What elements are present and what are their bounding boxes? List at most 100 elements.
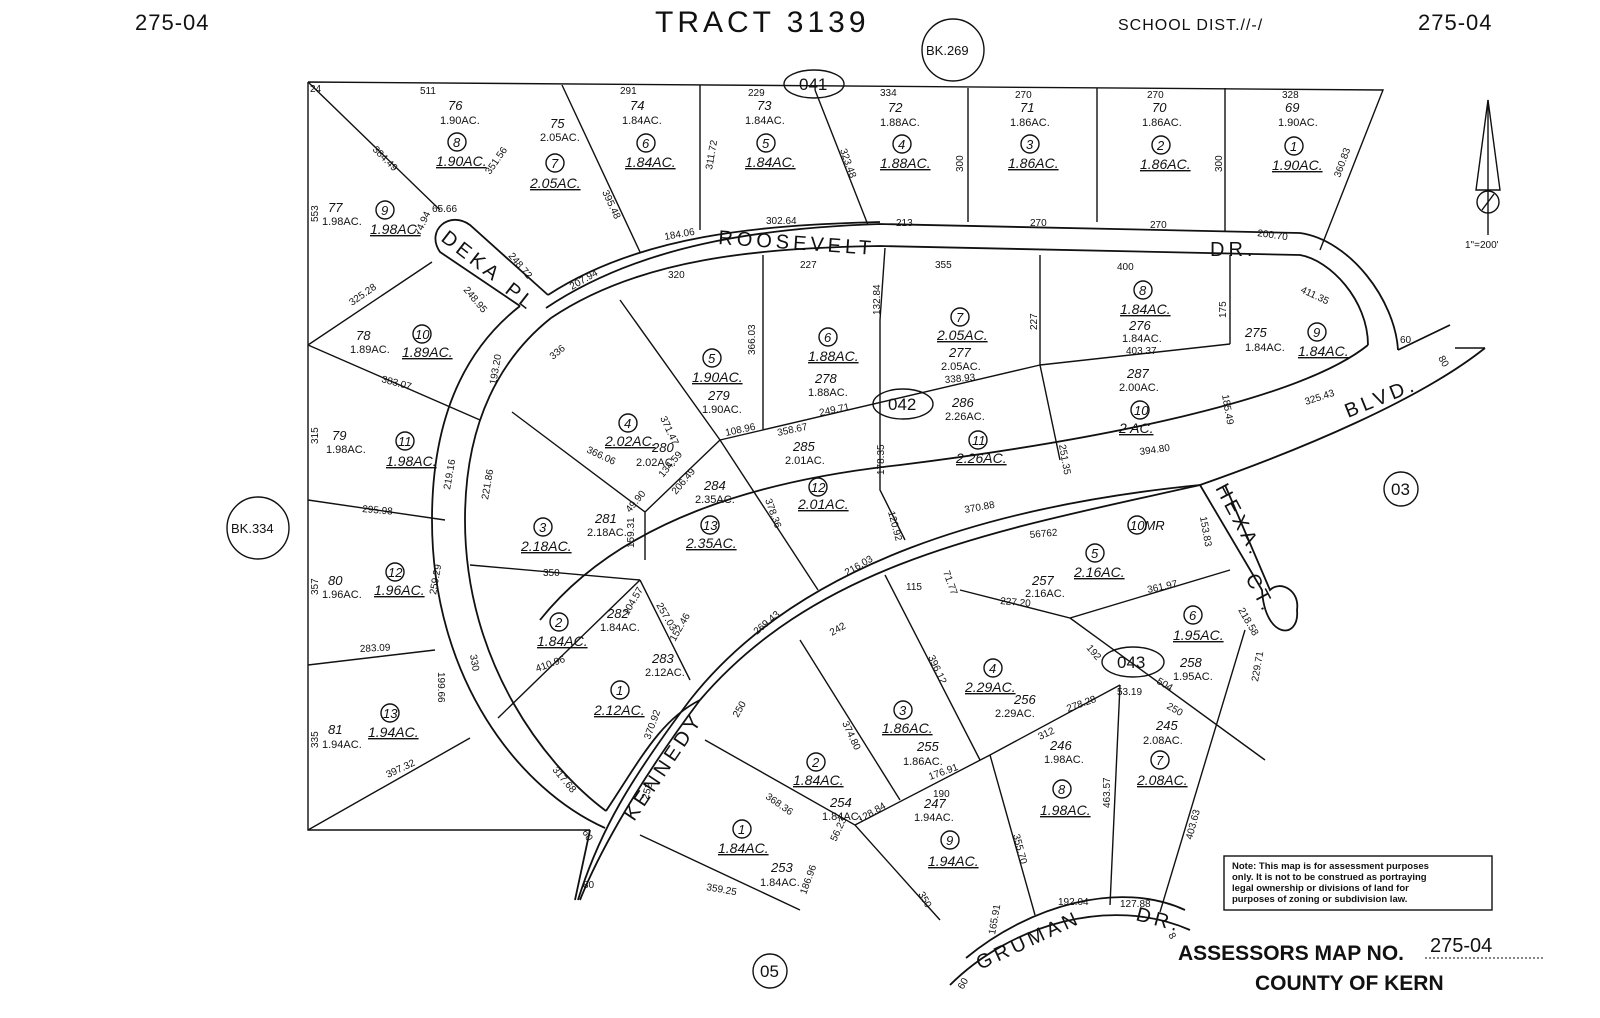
svg-text:336: 336 bbox=[548, 343, 568, 362]
svg-text:328: 328 bbox=[1282, 90, 1299, 101]
svg-text:3: 3 bbox=[1026, 137, 1034, 152]
svg-text:1.94AC.: 1.94AC. bbox=[914, 812, 954, 824]
svg-text:8: 8 bbox=[1165, 931, 1178, 942]
svg-text:11: 11 bbox=[398, 434, 412, 449]
svg-text:255: 255 bbox=[916, 739, 939, 754]
north-arrow-icon bbox=[1475, 99, 1501, 235]
svg-text:229: 229 bbox=[748, 88, 765, 99]
svg-text:1.95AC.: 1.95AC. bbox=[1173, 671, 1213, 683]
svg-text:252: 252 bbox=[640, 781, 655, 800]
svg-text:1.84AC.: 1.84AC. bbox=[1298, 343, 1349, 359]
street-deka-pl: PL bbox=[501, 279, 540, 316]
svg-text:1.86AC.: 1.86AC. bbox=[1008, 155, 1059, 171]
svg-text:259.29: 259.29 bbox=[428, 563, 444, 595]
svg-text:251.35: 251.35 bbox=[1056, 444, 1072, 476]
hexa-court-road bbox=[1199, 484, 1299, 632]
svg-text:338.93: 338.93 bbox=[944, 372, 976, 386]
svg-text:043: 043 bbox=[1117, 653, 1145, 672]
parcel-78: 781.89AC.101.89AC. bbox=[350, 324, 453, 360]
svg-text:357: 357 bbox=[310, 578, 321, 595]
svg-text:384.49: 384.49 bbox=[370, 144, 400, 174]
svg-text:128.84: 128.84 bbox=[856, 801, 888, 826]
svg-text:1.94AC.: 1.94AC. bbox=[928, 853, 979, 869]
svg-text:216.03: 216.03 bbox=[843, 554, 875, 579]
svg-text:1.84AC.: 1.84AC. bbox=[793, 772, 844, 788]
svg-text:320: 320 bbox=[668, 270, 685, 281]
roosevelt-blvd-road bbox=[539, 324, 1486, 901]
parcel-74: 741.84AC.61.84AC. bbox=[622, 98, 676, 170]
svg-text:395.48: 395.48 bbox=[599, 189, 622, 222]
svg-text:7: 7 bbox=[956, 310, 964, 325]
svg-text:80: 80 bbox=[583, 880, 595, 891]
street-roosevelt-dr: DR. bbox=[1210, 239, 1256, 261]
svg-text:1.86AC.: 1.86AC. bbox=[1010, 117, 1050, 129]
svg-text:246: 246 bbox=[1049, 738, 1072, 753]
svg-text:2.26AC.: 2.26AC. bbox=[945, 411, 985, 423]
svg-text:81: 81 bbox=[328, 722, 342, 737]
svg-text:394.80: 394.80 bbox=[1139, 443, 1171, 458]
svg-text:7: 7 bbox=[1156, 753, 1164, 768]
svg-text:1.98AC.: 1.98AC. bbox=[1044, 754, 1084, 766]
svg-text:042: 042 bbox=[888, 395, 916, 414]
svg-text:396.12: 396.12 bbox=[925, 654, 948, 687]
svg-text:403.63: 403.63 bbox=[1184, 808, 1203, 841]
block-03: 03 bbox=[1383, 471, 1419, 507]
svg-text:71.77: 71.77 bbox=[940, 569, 959, 597]
block-05: 05 bbox=[752, 953, 788, 989]
svg-text:359.25: 359.25 bbox=[705, 882, 737, 898]
svg-text:286: 286 bbox=[951, 395, 974, 410]
svg-text:12: 12 bbox=[811, 480, 826, 495]
svg-text:178.35: 178.35 bbox=[876, 444, 887, 475]
svg-text:175: 175 bbox=[1218, 301, 1229, 318]
svg-text:4: 4 bbox=[898, 137, 905, 152]
svg-text:2.05AC.: 2.05AC. bbox=[941, 361, 981, 373]
svg-text:60: 60 bbox=[1400, 335, 1412, 346]
svg-text:1.96AC.: 1.96AC. bbox=[374, 582, 425, 598]
svg-text:1.84AC.: 1.84AC. bbox=[745, 115, 785, 127]
svg-text:2: 2 bbox=[554, 615, 563, 630]
svg-text:330: 330 bbox=[467, 654, 481, 673]
svg-text:56762: 56762 bbox=[1029, 528, 1058, 541]
svg-text:280: 280 bbox=[651, 440, 674, 455]
svg-text:72: 72 bbox=[888, 100, 903, 115]
assessors-map-number: 275-04 bbox=[1430, 935, 1492, 957]
svg-text:250: 250 bbox=[731, 699, 749, 719]
svg-text:283.09: 283.09 bbox=[360, 642, 392, 655]
svg-text:115: 115 bbox=[906, 582, 922, 593]
svg-text:1.84AC.: 1.84AC. bbox=[625, 154, 676, 170]
svg-text:279: 279 bbox=[707, 388, 730, 403]
svg-text:74: 74 bbox=[630, 98, 644, 113]
svg-text:370.92: 370.92 bbox=[642, 708, 663, 741]
svg-text:2.16AC.: 2.16AC. bbox=[1025, 588, 1065, 600]
svg-text:283: 283 bbox=[651, 651, 674, 666]
svg-text:300: 300 bbox=[1214, 155, 1225, 172]
svg-text:281: 281 bbox=[594, 511, 617, 526]
svg-text:325.43: 325.43 bbox=[1304, 388, 1337, 408]
svg-text:247: 247 bbox=[923, 796, 946, 811]
block-043: 043 bbox=[1101, 646, 1165, 678]
svg-text:1.94AC.: 1.94AC. bbox=[322, 739, 362, 751]
parcel-72: 721.88AC.41.88AC. bbox=[880, 100, 931, 171]
svg-text:13: 13 bbox=[383, 706, 398, 721]
svg-text:2.02AC.: 2.02AC. bbox=[604, 433, 656, 449]
svg-text:8: 8 bbox=[1058, 782, 1066, 797]
mr-lot-label: 10MR bbox=[1127, 515, 1165, 535]
svg-text:1.98AC.: 1.98AC. bbox=[326, 444, 366, 456]
svg-text:1.90AC.: 1.90AC. bbox=[692, 369, 743, 385]
svg-text:2.08AC.: 2.08AC. bbox=[1136, 772, 1188, 788]
svg-text:1: 1 bbox=[616, 683, 623, 698]
svg-text:53.19: 53.19 bbox=[1117, 687, 1142, 698]
svg-text:1.98AC.: 1.98AC. bbox=[386, 453, 437, 469]
svg-text:127.88: 127.88 bbox=[1120, 899, 1151, 910]
svg-text:270: 270 bbox=[1015, 90, 1032, 101]
svg-text:300: 300 bbox=[955, 155, 966, 172]
parcel-81: 811.94AC.131.94AC. bbox=[322, 703, 419, 751]
svg-text:192.04: 192.04 bbox=[1058, 897, 1089, 908]
svg-text:227: 227 bbox=[1029, 313, 1040, 330]
